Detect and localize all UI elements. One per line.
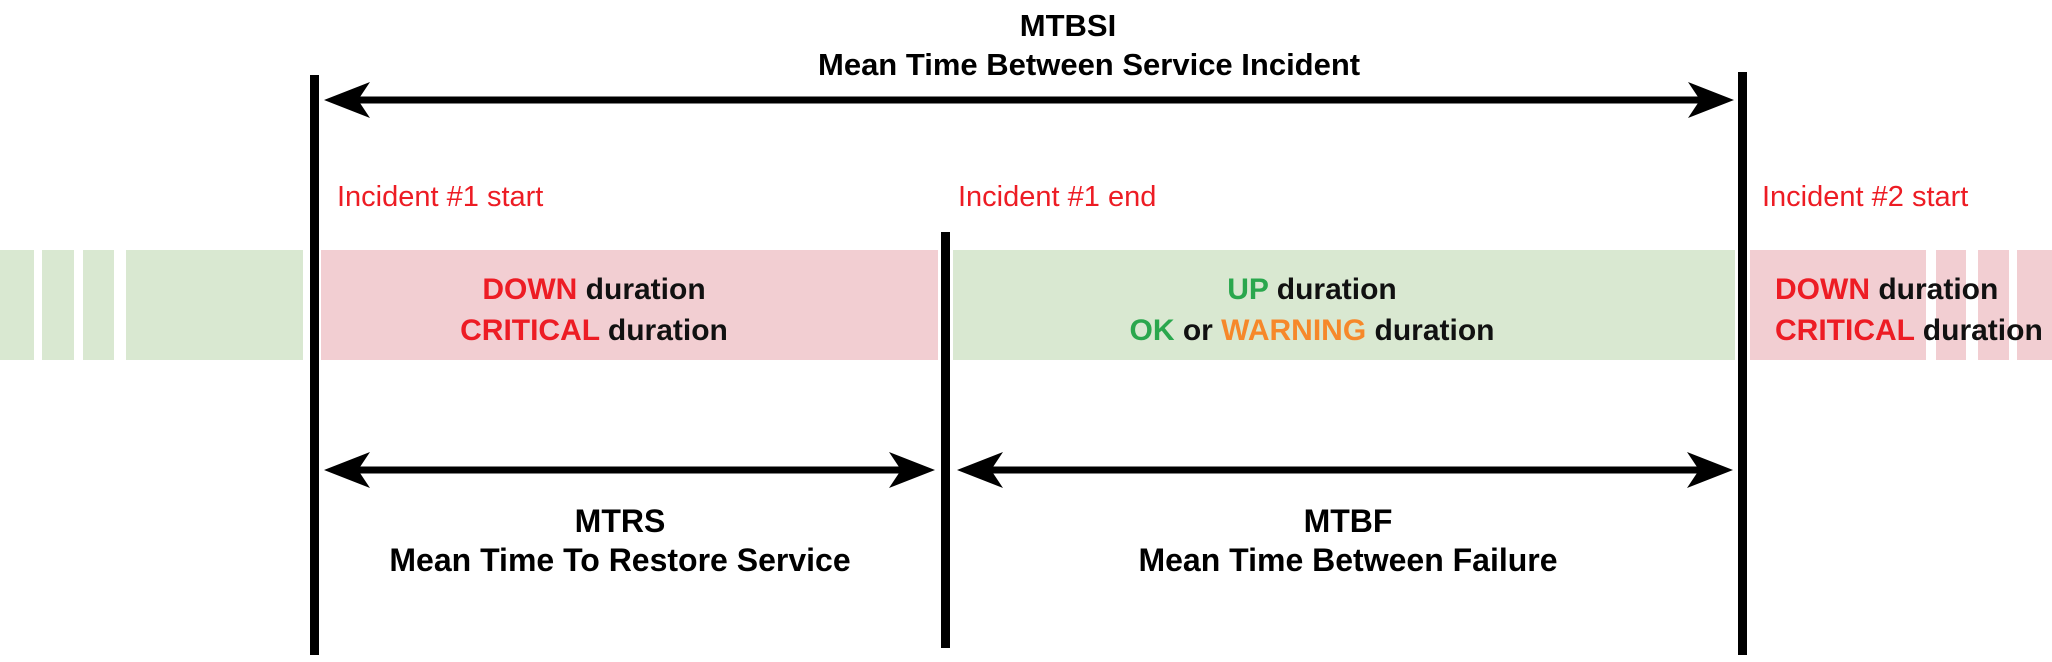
downtime-band-incident1 [321,250,938,360]
title-full: Mean Time Between Service Incident [818,47,1361,82]
down-duration-rest: duration [577,273,706,306]
title-abbr: MTBSI [1019,8,1117,43]
warning-status: WARNING [1221,314,1367,347]
mtbf-full: Mean Time Between Failure [1138,542,1558,578]
downtime-segment-fragment [1936,250,1966,360]
mtbf-label: MTBF Mean Time Between Failure [1098,502,1598,580]
down-status: DOWN [1775,273,1870,306]
critical-duration-rest: duration [1914,314,2043,347]
up-duration-rest: duration [1268,273,1397,306]
critical-status: CRITICAL [1775,314,1915,347]
up-status: UP [1227,273,1269,306]
downtime-segment-fragment [1978,250,2009,360]
ok-warning-duration-rest: duration [1366,314,1495,347]
mtrs-span-arrow [324,452,935,488]
critical-status: CRITICAL [460,314,600,347]
critical-duration-rest: duration [599,314,728,347]
uptime-duration-text: UP duration OK or WARNING duration [1062,269,1562,351]
uptime-segment-fragment [0,250,34,360]
mtrs-label: MTRS Mean Time To Restore Service [370,502,870,580]
down-status: DOWN [482,273,578,306]
mtbf-abbr: MTBF [1303,503,1393,539]
down-duration-line: DOWN duration [1775,269,2052,310]
incident1-start-line [310,75,319,655]
incident2-start-label: Incident #2 start [1762,181,1969,213]
down-duration-line: DOWN duration [344,269,844,310]
downtime1-duration-text: DOWN duration CRITICAL duration [344,269,844,351]
mtbf-span-arrow [957,452,1733,488]
incident1-end-line [941,232,950,648]
ok-status: OK [1129,314,1175,347]
diagram-title: MTBSI Mean Time Between Service Incident [818,6,1361,84]
uptime-segment-fragment [42,250,74,360]
critical-duration-line: CRITICAL duration [344,310,844,351]
incident1-start-label: Incident #1 start [337,181,544,213]
mtbsi-span-arrow [324,82,1734,118]
ok-warning-duration-line: OK or WARNING duration [1062,310,1562,351]
incident2-start-line [1738,72,1747,655]
critical-duration-line: CRITICAL duration [1775,310,2052,351]
downtime2-duration-text: DOWN duration CRITICAL duration [1775,269,2052,351]
incident1-end-label: Incident #1 end [958,181,1157,213]
down-duration-rest: duration [1869,273,1999,306]
uptime-band [953,250,1735,360]
downtime-band-incident2 [1750,250,1926,360]
mtrs-abbr: MTRS [574,503,666,539]
up-duration-line: UP duration [1062,269,1562,310]
or-text: or [1174,314,1222,347]
mtrs-full: Mean Time To Restore Service [389,542,851,578]
uptime-segment-fragment [83,250,114,360]
uptime-segment [126,250,303,360]
downtime-segment-fragment [2017,250,2052,360]
